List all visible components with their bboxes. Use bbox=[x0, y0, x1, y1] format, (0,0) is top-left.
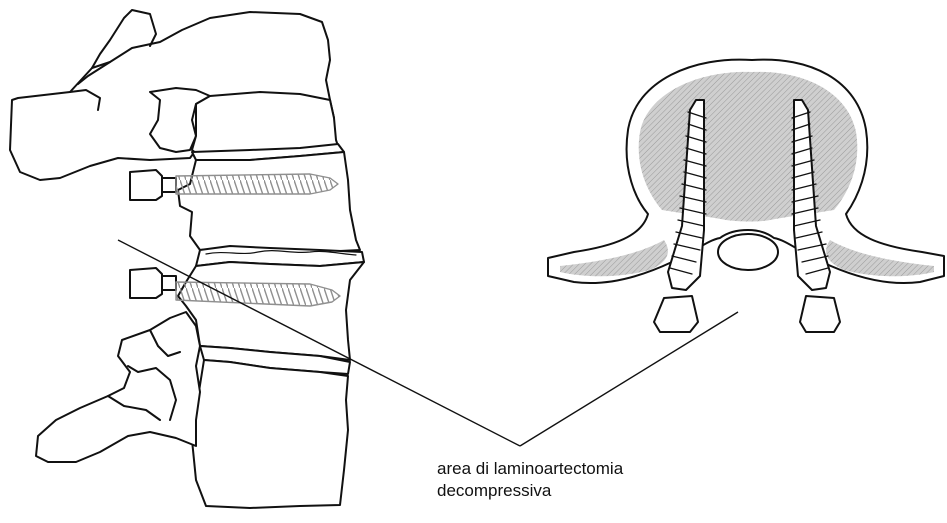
lateral-spine-view bbox=[10, 10, 364, 508]
vertebral-body-bottom bbox=[192, 360, 348, 508]
lower-spinous-process bbox=[36, 312, 200, 462]
callout-label: area di laminoartectomia decompressiva bbox=[437, 458, 697, 502]
screw-neck-upper bbox=[162, 178, 176, 192]
spinal-canal bbox=[718, 234, 778, 270]
screw-shaft-upper bbox=[176, 174, 338, 194]
vertebral-body-lower bbox=[178, 262, 364, 360]
screw-head-upper bbox=[130, 170, 162, 200]
vertebral-body-middle bbox=[178, 152, 360, 252]
callout-line-axial bbox=[520, 312, 738, 446]
screw-head-lower bbox=[130, 268, 162, 298]
axial-screw-head-left bbox=[654, 296, 698, 332]
callout-label-line-1: area di laminoartectomia bbox=[437, 458, 697, 480]
screw-neck-lower bbox=[162, 276, 176, 290]
axial-screw-head-right bbox=[800, 296, 840, 332]
callout-label-line-2: decompressiva bbox=[437, 480, 697, 502]
axial-vertebra-view bbox=[548, 60, 944, 332]
axial-cancellous-area bbox=[639, 72, 858, 222]
